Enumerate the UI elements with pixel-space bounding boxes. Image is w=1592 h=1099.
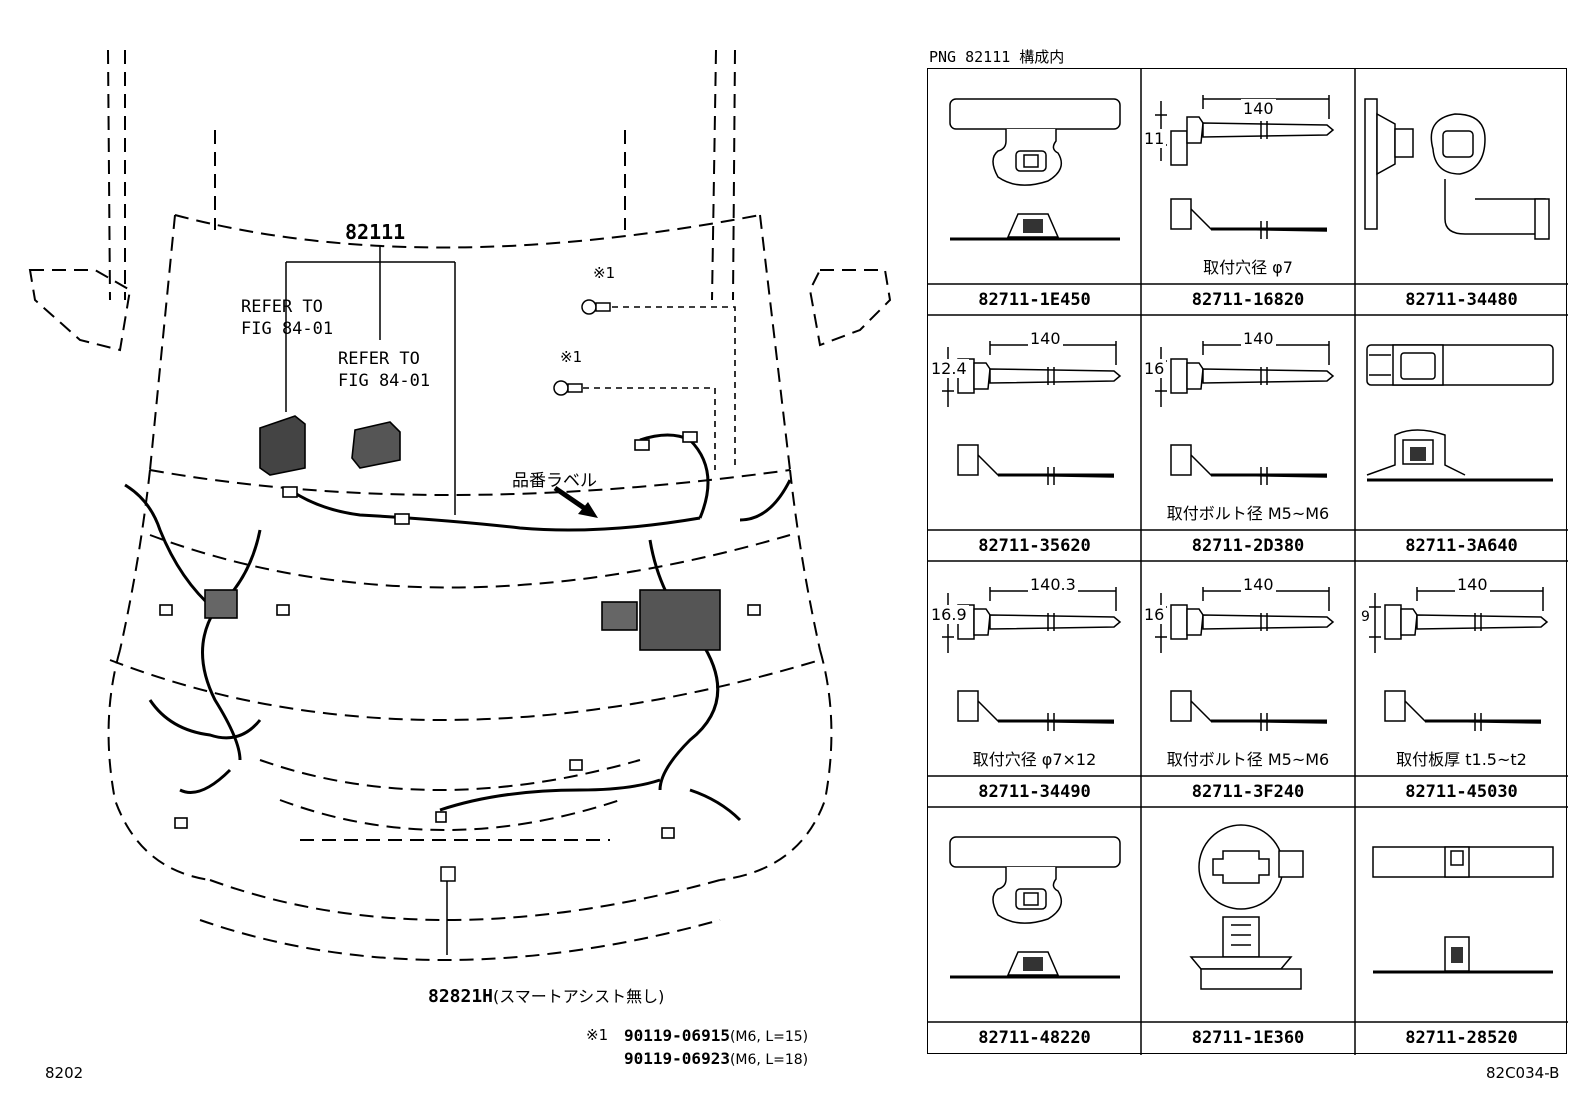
clip-illustration: [1155, 95, 1335, 239]
clip-length-dim: 140: [1241, 329, 1276, 348]
footnote-line-1: 90119-06915(M6, L=15): [624, 1026, 808, 1045]
clip-part-number: 82711-3F240: [1191, 782, 1305, 802]
clip-length-dim: 140: [1241, 575, 1276, 594]
clip-cell: 82711-3A640: [1355, 315, 1568, 561]
clip-part-number: 82711-34490: [978, 782, 1091, 802]
bolt-mark-2: ※1: [560, 348, 583, 366]
corner-code-left: 8202: [45, 1064, 84, 1082]
clip-mount-note: 取付板厚 t1.5~t2: [1396, 750, 1527, 769]
clip-cell: 82711-34480: [1355, 69, 1568, 315]
clip-part-number: 82711-2D380: [1191, 536, 1305, 556]
clip-height-dim: 16.9: [929, 605, 969, 624]
clip-illustration: [942, 341, 1122, 485]
refer-label-2-line2: FIG 84-01: [338, 371, 431, 391]
footnote-spec-2: (M6, L=18): [729, 1052, 809, 1068]
clip-height-dim: 16: [1142, 605, 1167, 624]
clip-cell: 140 16 取付ボルト径 M5~M6 82711-2D380: [1141, 315, 1355, 561]
clip-cell: 140 11 取付穴径 φ7 82711-16820: [1141, 69, 1355, 315]
clip-height-dim: 12.4: [929, 359, 969, 378]
clip-part-number: 82711-28520: [1405, 1028, 1518, 1048]
clip-illustration: [949, 836, 1121, 979]
clip-length-dim: 140: [1455, 575, 1490, 594]
sensor-label: 82821H(スマートアシスト無し): [428, 983, 664, 1007]
clip-cell: 82711-48220: [928, 807, 1141, 1053]
clip-illustration: [1372, 846, 1554, 974]
clip-mount-note: 取付ボルト径 M5~M6: [1166, 750, 1330, 769]
part-number-82111: 82111: [345, 220, 406, 244]
clip-part-number: 82711-1E360: [1191, 1028, 1305, 1048]
clip-height-dim: 11: [1142, 129, 1167, 148]
clip-height-dim: 16: [1142, 359, 1167, 378]
clip-cell: 140 9 取付板厚 t1.5~t2 82711-45030: [1355, 561, 1568, 807]
clip-table-gridlines: [928, 69, 1568, 1055]
bolt-mark-1: ※1: [593, 264, 616, 282]
clip-illustration: [1366, 344, 1554, 482]
clip-part-number: 82711-16820: [1191, 290, 1305, 310]
footnote-part-2: 90119-06923: [624, 1049, 730, 1068]
clip-part-number: 82711-35620: [978, 536, 1091, 556]
clip-mount-note: 取付ボルト径 M5~M6: [1166, 504, 1330, 523]
clip-illustration: [1155, 587, 1335, 731]
clip-cell: 140 16 取付ボルト径 M5~M6 82711-3F240: [1141, 561, 1355, 807]
clip-length-dim: 140.3: [1028, 575, 1078, 594]
refer-label-1-line2: FIG 84-01: [241, 319, 334, 339]
footnote-spec-1: (M6, L=15): [729, 1029, 809, 1045]
sensor-note: (スマートアシスト無し): [493, 987, 665, 1006]
footnote-mark: ※1: [586, 1026, 609, 1044]
clip-cell: 140.3 16.9 取付穴径 φ7×12 82711-34490: [928, 561, 1141, 807]
clip-cell: 140 12.4 82711-35620: [928, 315, 1141, 561]
clip-part-number: 82711-48220: [978, 1028, 1091, 1048]
vehicle-diagram: [28, 49, 892, 961]
footnote-line-2: 90119-06923(M6, L=18): [624, 1049, 808, 1068]
refer-label-1-line1: REFER TO: [241, 297, 323, 317]
clip-parts-table: 82711-1E450 140 11 取付穴径 φ7 82711-16820: [927, 68, 1568, 1055]
png-header-label: PNG 82111 構成内: [929, 48, 1065, 66]
clip-cell: 82711-1E450: [928, 69, 1141, 315]
clip-part-number: 82711-3A640: [1405, 536, 1518, 556]
refer-label-2-line1: REFER TO: [338, 349, 420, 369]
clip-part-number: 82711-45030: [1405, 782, 1518, 802]
sensor-part-number: 82821H: [428, 986, 494, 1007]
clip-illustration: [1364, 98, 1550, 240]
clip-height-dim: 9: [1359, 609, 1372, 625]
part-label-tag: 品番ラベル: [512, 471, 597, 491]
clip-cell: 82711-28520: [1355, 807, 1568, 1053]
footnote-part-1: 90119-06915: [624, 1026, 730, 1045]
clip-part-number: 82711-1E450: [978, 290, 1091, 310]
clip-cell: 82711-1E360: [1141, 807, 1355, 1053]
clip-length-dim: 140: [1241, 99, 1276, 118]
clip-part-number: 82711-34480: [1405, 290, 1518, 310]
clip-illustration: [1369, 587, 1549, 731]
clip-mount-note: 取付穴径 φ7×12: [972, 750, 1097, 769]
clip-illustration: [1189, 824, 1304, 990]
clip-illustration: [949, 98, 1121, 241]
clip-length-dim: 140: [1028, 329, 1063, 348]
corner-code-right: 82C034-B: [1486, 1064, 1560, 1082]
clip-mount-note: 取付穴径 φ7: [1203, 258, 1293, 277]
